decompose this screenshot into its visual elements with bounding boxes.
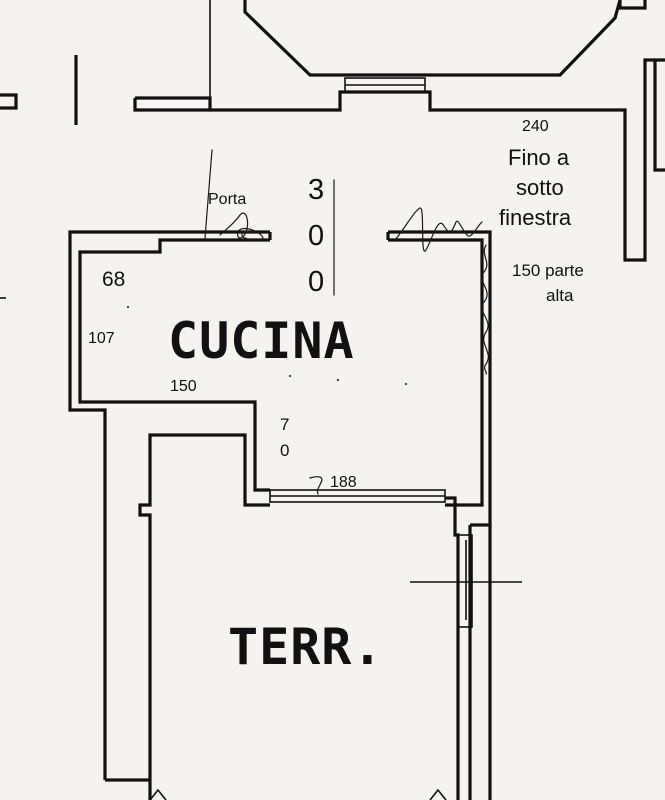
door-terrace xyxy=(457,534,473,628)
height-digit-3: 0 xyxy=(308,266,325,298)
kitchen-wall-right xyxy=(388,230,492,527)
upper-room-wall xyxy=(243,0,622,77)
room-label-cucina: CUCINA xyxy=(168,312,355,370)
dimension-240: 240 xyxy=(522,118,549,135)
corridor-wall-top xyxy=(133,96,212,112)
terrace-wall xyxy=(138,433,270,800)
high-part-note-line-1: 150 parte xyxy=(512,261,584,280)
height-digit-2: 0 xyxy=(308,220,325,252)
terrace-wall-right xyxy=(445,503,460,800)
window-note-line-2: sotto xyxy=(516,175,564,200)
dimension-150-left: 150 xyxy=(170,378,197,395)
door-note: Porta xyxy=(208,191,247,208)
dimension-107: 107 xyxy=(88,330,115,347)
dimension-70-digit-1: 7 xyxy=(280,415,290,434)
height-digit-1: 3 xyxy=(308,174,325,206)
dimension-68: 68 xyxy=(102,268,126,291)
kitchen-wall-right-inner xyxy=(388,238,484,507)
door-scribble xyxy=(219,212,264,241)
dimension-70-digit-2: 0 xyxy=(280,441,290,460)
kitchen-wall-inner xyxy=(78,238,270,492)
window-note-line-1: Fino a xyxy=(508,145,570,170)
upper-room-wall-right xyxy=(618,0,647,10)
corridor-wall-long xyxy=(210,90,647,262)
right-edge-wall-2 xyxy=(653,60,665,172)
high-part-note-line-2: alta xyxy=(546,286,574,305)
window-note-line-3: finestra xyxy=(499,205,572,230)
kitchen-wall-outer xyxy=(68,230,270,780)
room-label-terrazzo: TERR. xyxy=(228,618,384,676)
dimension-188: 188 xyxy=(330,474,357,491)
wall-scribble xyxy=(481,244,489,375)
window-scribble xyxy=(394,207,483,252)
right-edge-wall xyxy=(643,58,665,110)
